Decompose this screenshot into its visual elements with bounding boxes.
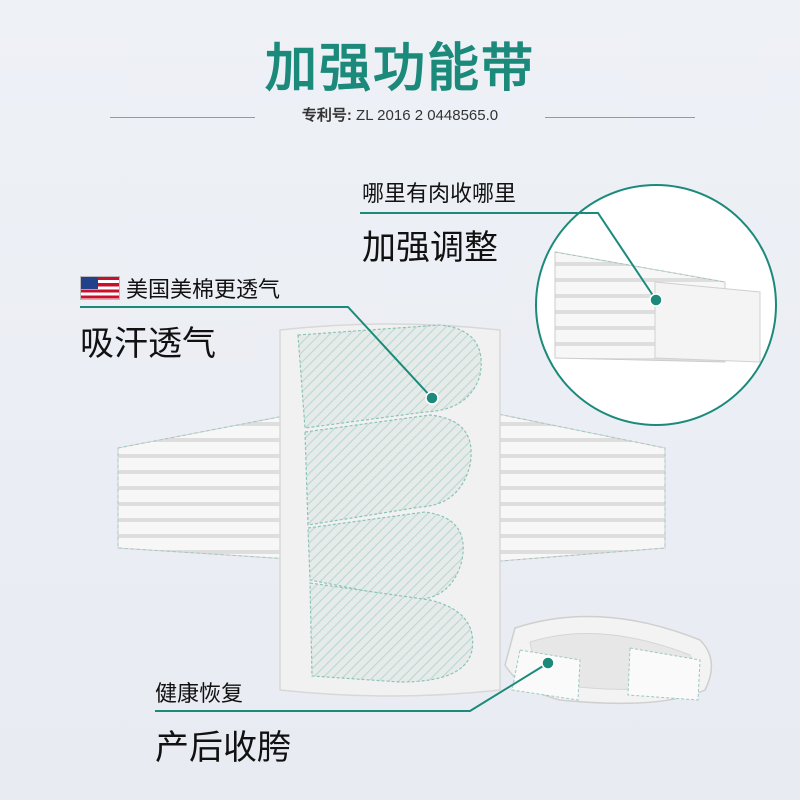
zoom-detail <box>554 251 761 363</box>
divider-left <box>110 117 255 118</box>
callout-top-large: 加强调整 <box>362 228 498 268</box>
leader-line-bottom <box>155 662 549 712</box>
right-strap <box>487 411 666 563</box>
leader-line-left <box>80 306 433 399</box>
patent-label: 专利号: <box>301 107 352 124</box>
divider-right <box>545 117 695 118</box>
page-title: 加强功能带 <box>264 38 535 99</box>
callout-top-small: 哪里有肉收哪里 <box>362 182 517 207</box>
callout-left-large: 吸汗透气 <box>80 324 216 364</box>
leader-line-top <box>360 212 657 301</box>
left-strap <box>117 411 306 561</box>
callout-bottom-small: 健康恢复 <box>155 682 244 707</box>
panel-4 <box>309 582 474 683</box>
patent-number: 专利号: ZL 2016 2 0448565.0 <box>0 104 800 125</box>
callout-bottom-large: 产后收胯 <box>155 728 291 768</box>
us-flag-icon <box>80 276 120 300</box>
panel-2 <box>304 414 472 526</box>
callout-left-small: 美国美棉更透气 <box>126 278 281 303</box>
panel-3 <box>307 511 464 601</box>
patent-value: ZL 2016 2 0448565.0 <box>356 107 499 124</box>
small-belt <box>504 615 713 705</box>
